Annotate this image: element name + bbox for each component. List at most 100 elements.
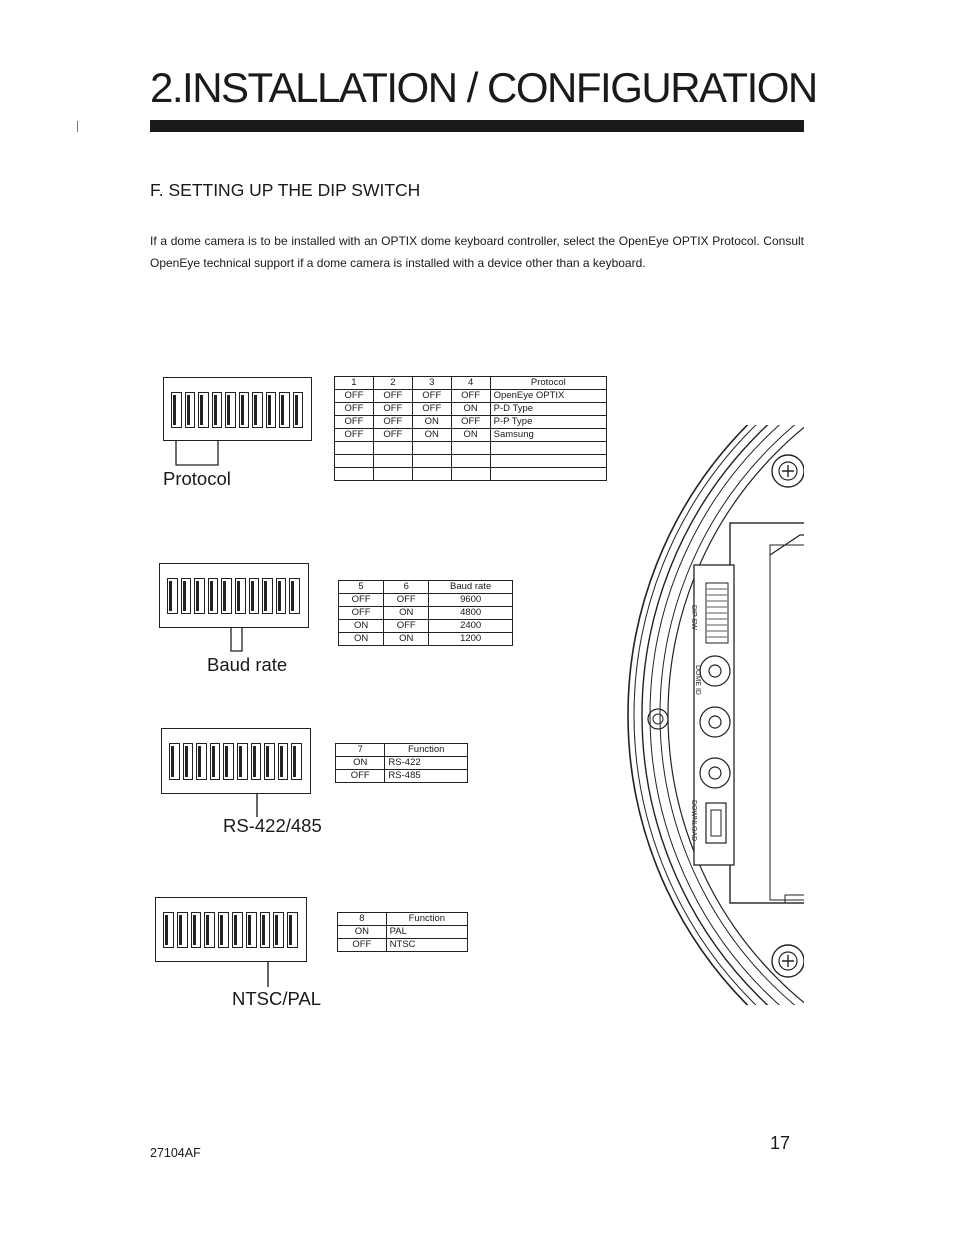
dip-lever-knob	[173, 394, 176, 425]
dip-lever-knob	[261, 914, 265, 946]
dip-sw-label: DIP SW	[690, 605, 697, 630]
table-cell: ON	[337, 619, 385, 633]
table-cell: OFF	[334, 402, 374, 416]
table-cell	[334, 467, 374, 481]
table-cell	[411, 441, 452, 455]
table-cell	[489, 441, 608, 455]
table-cell: OFF	[334, 428, 374, 442]
table-cell: OpenEye OPTIX	[489, 389, 608, 403]
dip-lever-knob	[192, 914, 196, 946]
table-cell: OFF	[372, 415, 413, 429]
rs-lead	[256, 793, 258, 817]
table-cell	[411, 454, 452, 468]
dip-lever	[252, 391, 263, 428]
dip-lever	[223, 743, 234, 781]
table-cell: P-P Type	[489, 415, 608, 429]
dip-lever	[169, 743, 180, 781]
dip-lever	[262, 577, 273, 615]
table-cell: OFF	[337, 606, 385, 620]
dip-lever-knob	[237, 580, 240, 612]
page-number: 17	[770, 1133, 791, 1153]
protocol-dip-switch	[163, 377, 312, 441]
table-cell: 9600	[428, 593, 513, 607]
dip-lever	[225, 391, 236, 428]
table-cell: OFF	[334, 769, 386, 783]
table-cell: OFF	[334, 415, 374, 429]
table-cell: OFF	[337, 593, 385, 607]
dip-lever	[232, 911, 243, 949]
table-row	[334, 441, 608, 455]
dip-lever-knob	[291, 580, 295, 612]
dip-lever	[207, 577, 219, 615]
ntsc-label: NTSC/PAL	[232, 988, 322, 1009]
table-cell: RS-485	[384, 769, 468, 783]
title-rule	[150, 120, 804, 132]
dip-lever	[279, 391, 290, 428]
table-cell: ON	[334, 756, 386, 770]
section-heading: F. SETTING UP THE DIP SWITCH	[150, 180, 421, 200]
dip-lever	[221, 577, 232, 615]
table-cell: OFF	[411, 389, 452, 403]
dip-lever-knob	[294, 394, 298, 425]
table-row	[334, 467, 608, 481]
table-cell: 3	[411, 376, 452, 390]
dip-lever	[182, 743, 194, 781]
ntsc-lead	[267, 961, 269, 987]
dip-lever	[292, 391, 303, 428]
table-cell: PAL	[385, 925, 469, 939]
table-cell	[372, 454, 413, 468]
dip-lever	[265, 391, 276, 428]
table-cell: 1200	[428, 632, 513, 646]
table-cell: ON	[337, 632, 385, 646]
dip-lever-knob	[234, 914, 237, 946]
table-cell: OFF	[372, 389, 413, 403]
dip-lever	[198, 391, 209, 428]
table-cell: Protocol	[489, 376, 608, 390]
dip-lever	[238, 391, 249, 428]
dip-lever	[167, 577, 178, 615]
dip-lever-knob	[239, 746, 242, 778]
table-cell: OFF	[383, 619, 430, 633]
dip-lever-knob	[200, 394, 203, 425]
table-cell: 4800	[428, 606, 513, 620]
dip-lever-knob	[247, 914, 251, 946]
table-cell: OFF	[372, 402, 413, 416]
margin-tick	[77, 121, 78, 132]
dip-lever-knob	[266, 746, 270, 778]
table-cell: 2	[372, 376, 413, 390]
baud-bracket	[230, 627, 243, 652]
dip-lever-knob	[275, 914, 279, 946]
dip-lever	[184, 391, 195, 428]
dip-lever-knob	[250, 580, 254, 612]
table-cell	[489, 454, 608, 468]
table-cell	[450, 467, 491, 481]
dip-lever	[163, 911, 174, 949]
dip-lever-knob	[227, 394, 230, 425]
dip-lever-knob	[165, 914, 168, 946]
rs-label: RS-422/485	[223, 815, 322, 836]
dip-lever	[176, 911, 188, 949]
baud-label: Baud rate	[207, 654, 288, 675]
table-cell: OFF	[411, 402, 452, 416]
protocol-bracket	[175, 440, 219, 466]
table-cell	[450, 454, 491, 468]
dip-lever-knob	[171, 746, 174, 778]
table-cell	[489, 467, 608, 481]
dip-lever-knob	[277, 580, 281, 612]
download-label: DOWNLOAD	[690, 800, 697, 841]
table-cell: ON	[450, 428, 491, 442]
table-cell: 2400	[428, 619, 513, 633]
dip-lever	[264, 743, 275, 781]
table-cell: ON	[450, 402, 491, 416]
